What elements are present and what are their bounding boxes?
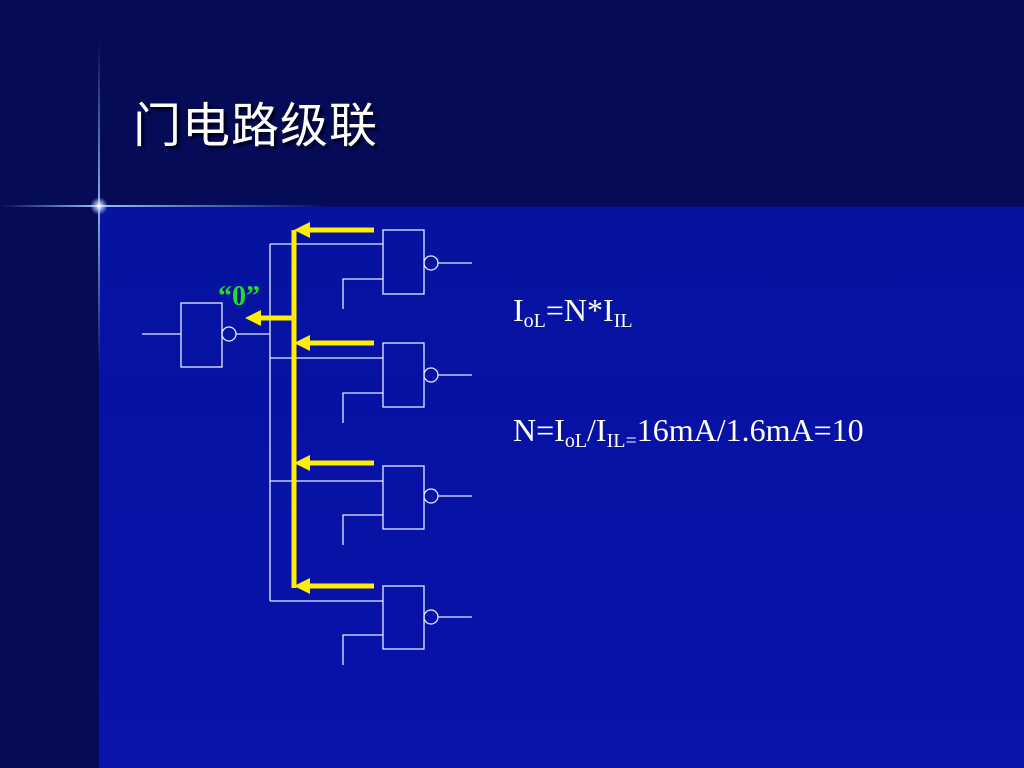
decor-sparkle (90, 197, 108, 215)
load-gate-1 (270, 229, 472, 309)
arrow-head-2 (294, 335, 310, 351)
formula-iol: IoL=N*IIL (513, 292, 633, 333)
formula2-part3: 16mA/1.6mA=10 (636, 412, 864, 448)
arrow-head-to-driver (245, 310, 261, 326)
driving-gate (142, 302, 270, 368)
current-arrows (245, 222, 374, 594)
formula1-i: I (513, 292, 524, 328)
logic-zero-label: “0” (218, 281, 260, 312)
header-band (0, 0, 1024, 205)
circuit-wiring (142, 229, 472, 665)
formula2-part1: N=I (513, 412, 565, 448)
arrow-head-3 (294, 455, 310, 471)
load-gate-4 (270, 585, 472, 665)
formula2-part2: /I (587, 412, 607, 448)
arrow-head-1 (294, 222, 310, 238)
load-gate-3 (270, 465, 472, 545)
formula2-sub-il: IL= (606, 430, 637, 452)
decor-horizontal-line (0, 205, 330, 207)
main-panel (99, 207, 1024, 768)
slide-title: 门电路级联 (133, 98, 379, 154)
load-gate-2 (270, 342, 472, 423)
formula1-sub-ol: oL (523, 310, 546, 332)
formula-fanout: N=IoL/IIL=16mA/1.6mA=10 (513, 412, 864, 453)
left-band (0, 205, 99, 768)
arrow-head-4 (294, 578, 310, 594)
formula1-eq: =N*I (545, 292, 614, 328)
formula2-sub-ol: oL (564, 430, 588, 452)
formula1-sub-il: IL (613, 310, 633, 332)
